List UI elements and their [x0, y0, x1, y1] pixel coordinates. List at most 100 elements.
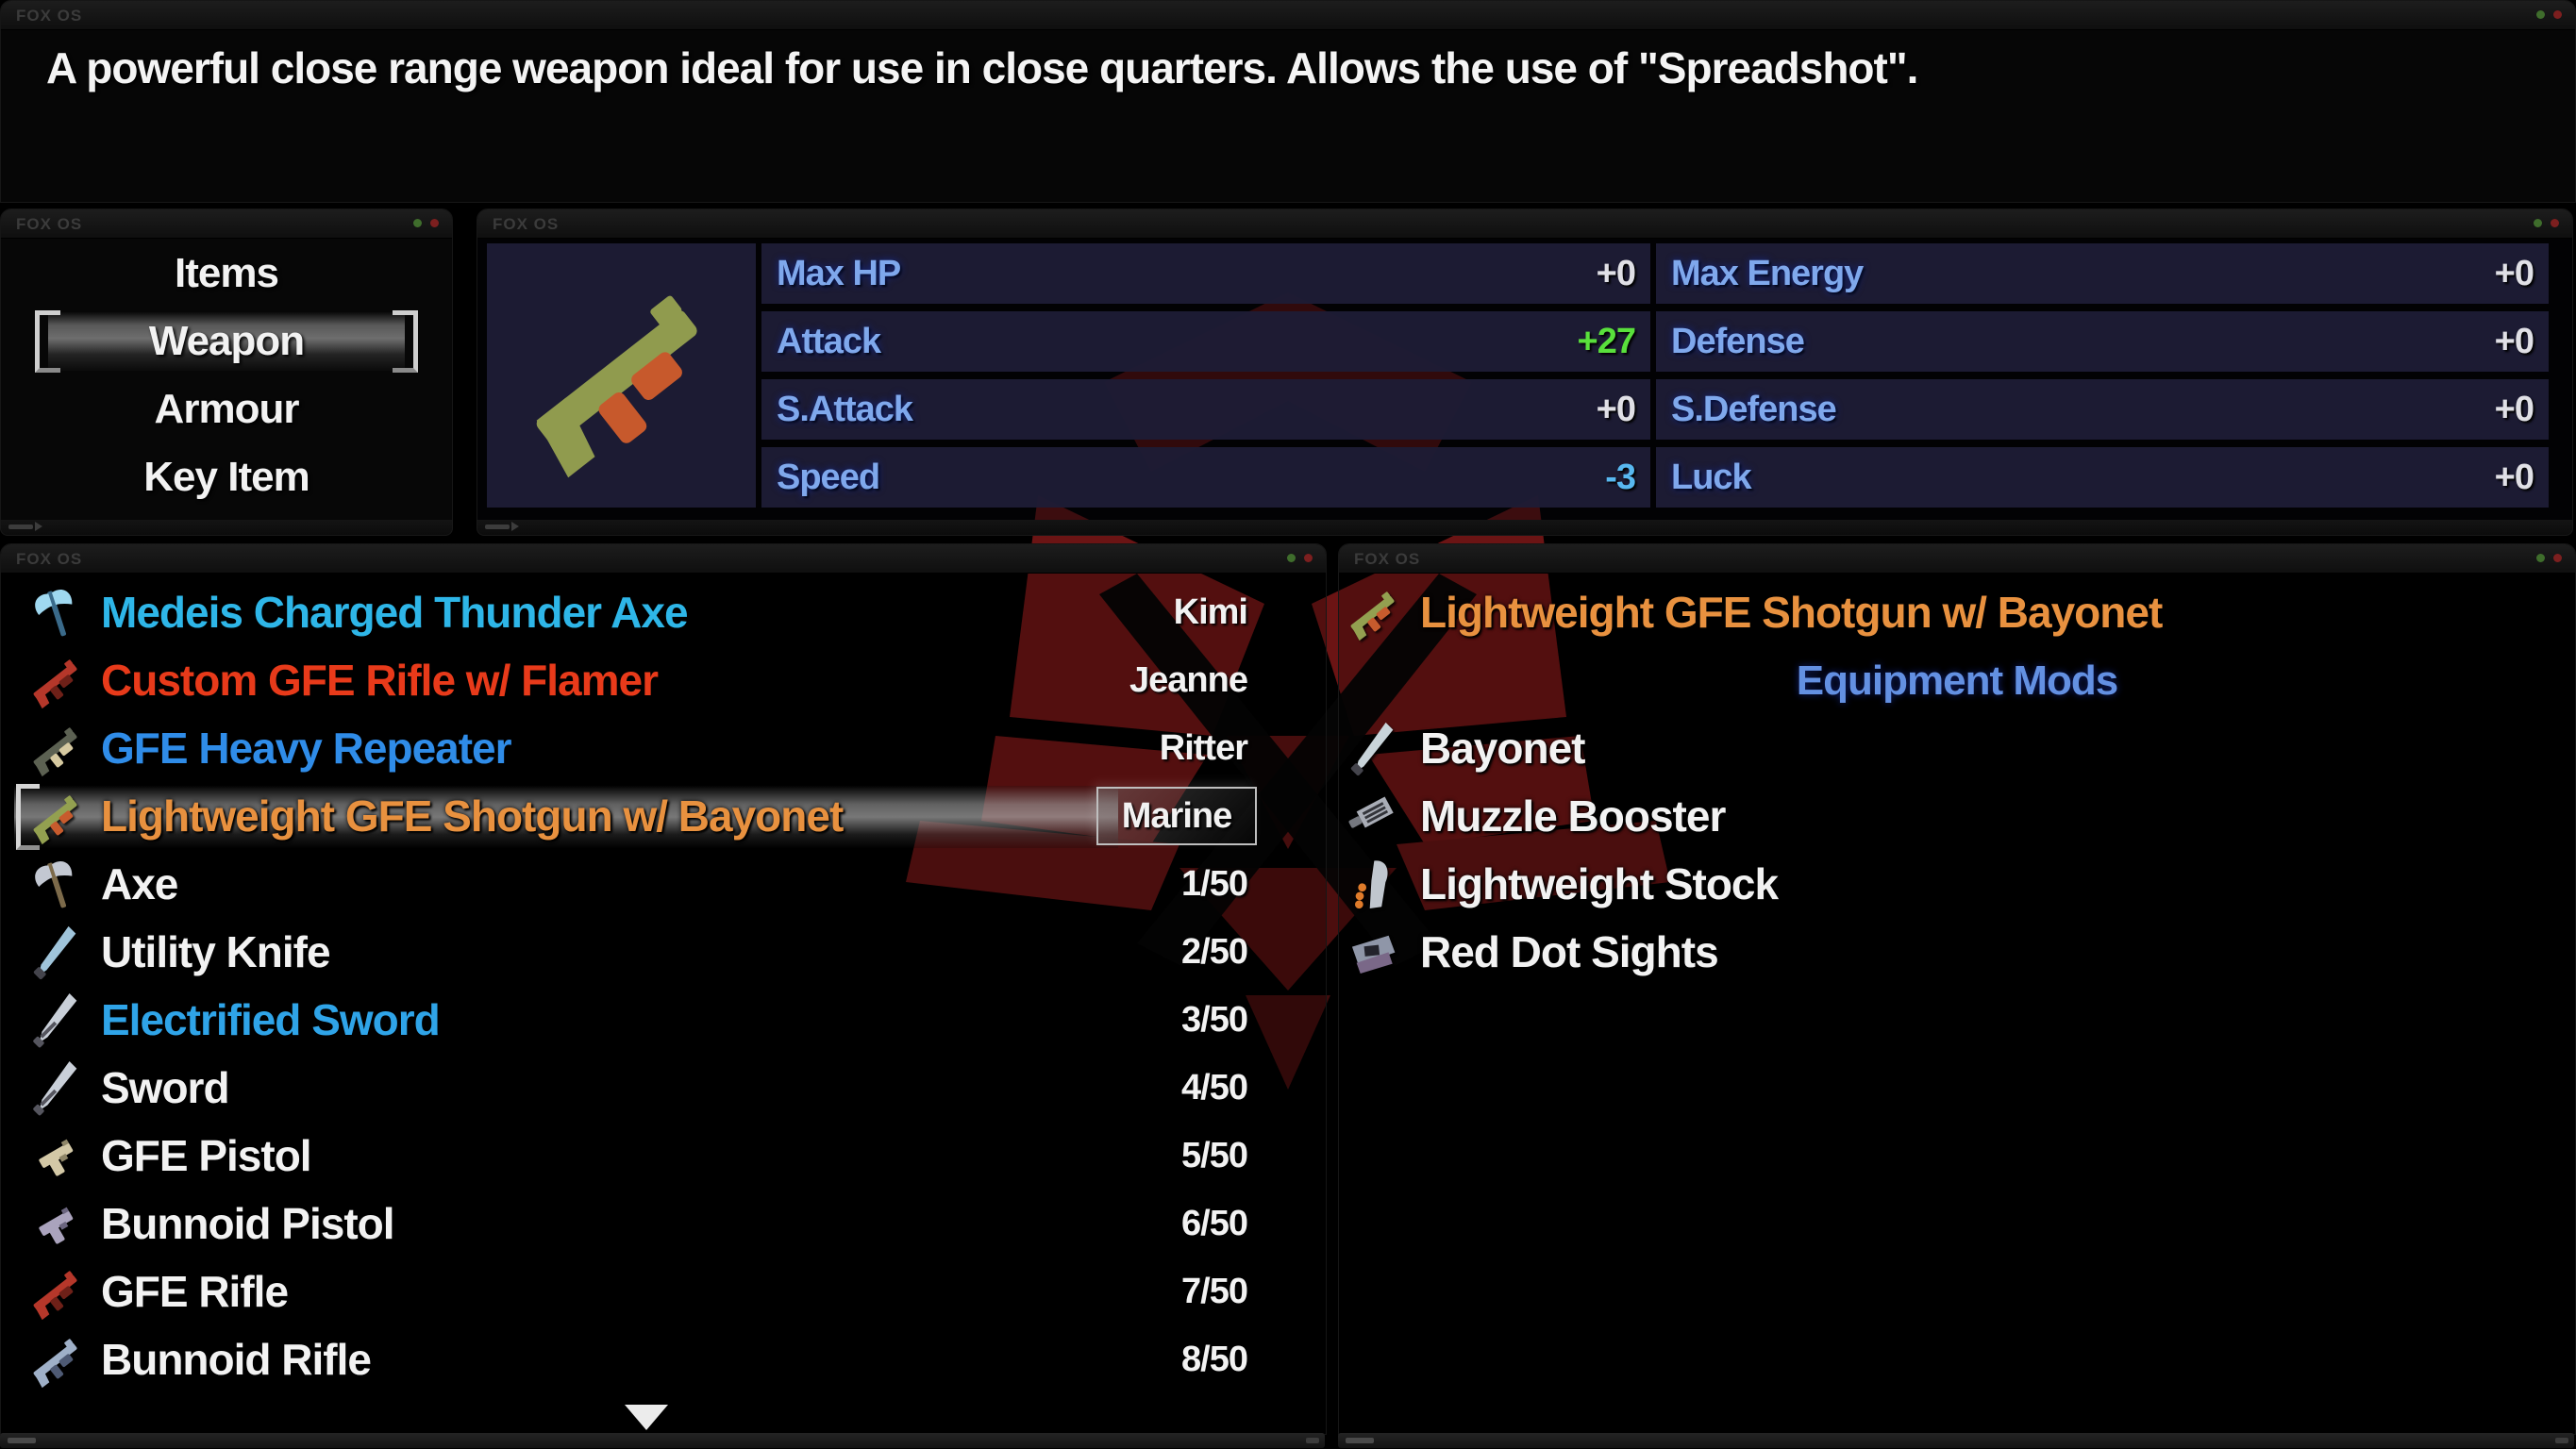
weapon-owner-or-count: Marine — [1121, 795, 1232, 836]
menu-item-armour[interactable]: Armour — [1, 375, 452, 443]
menu-item-key-item[interactable]: Key Item — [1, 443, 452, 511]
scrollbar-handle[interactable] — [1346, 1438, 1374, 1443]
stat-value: +0 — [2494, 457, 2534, 497]
weapon-value-box: 2/50 — [1096, 923, 1257, 981]
flamer-rifle-icon — [27, 652, 86, 710]
weapon-owner-or-count: 8/50 — [1181, 1339, 1248, 1379]
mod-name: Red Dot Sights — [1420, 926, 1719, 976]
chevron-down-icon[interactable] — [625, 1405, 668, 1430]
thunder-axe-icon — [27, 584, 86, 642]
mod-list-item[interactable]: Red Dot Sights — [1339, 919, 2575, 987]
menu-item-weapon[interactable]: Weapon — [1, 308, 452, 375]
utility-knife-icon — [27, 924, 86, 982]
weapon-list-item[interactable]: Utility Knife 2/50 — [1, 919, 1326, 987]
stat-label: Defense — [1671, 321, 1805, 361]
arrow-right-icon — [35, 522, 42, 531]
weapon-value-box: 8/50 — [1096, 1330, 1257, 1389]
mod-name: Bayonet — [1420, 723, 1585, 773]
stat-label: Max HP — [777, 253, 901, 293]
stat-label: S.Attack — [777, 389, 913, 429]
weapon-name: GFE Rifle — [101, 1266, 289, 1316]
weapon-list-item[interactable]: Lightweight GFE Shotgun w/ Bayonet Marin… — [1, 783, 1326, 851]
arrow-right-icon — [511, 522, 519, 531]
handle-line — [8, 525, 33, 529]
menu-item-items[interactable]: Items — [1, 240, 452, 308]
shotgun-preview-image — [487, 243, 756, 508]
weapon-name: Electrified Sword — [101, 994, 441, 1044]
stats-panel: FOX OS Max HP +0 Max Energy +0 Attack +2… — [477, 208, 2573, 522]
green-dot-icon — [1287, 554, 1296, 562]
weapon-owner-or-count: Ritter — [1159, 727, 1248, 768]
red-dot-icon — [1304, 554, 1313, 562]
mod-name: Muzzle Booster — [1420, 791, 1726, 841]
stat-value: +0 — [2494, 321, 2534, 361]
bunnoid-pistol-icon — [27, 1195, 86, 1254]
muzzle-booster-icon — [1345, 788, 1403, 846]
stat-value: -3 — [1605, 457, 1636, 497]
scrollbar-endcap — [2555, 1438, 2568, 1443]
selection-bracket-right-icon — [393, 310, 418, 373]
menu-item-label: Weapon — [148, 318, 305, 364]
equipment-mods-panel: FOX OS Lightweight GFE Shotgun w/ Bayone… — [1338, 543, 2576, 1435]
os-label: FOX OS — [16, 215, 83, 233]
weapon-list-scrollbar[interactable] — [0, 1433, 1325, 1448]
selected-weapon-title: Lightweight GFE Shotgun w/ Bayonet — [1420, 587, 2163, 637]
weapon-list-item[interactable]: Medeis Charged Thunder Axe Kimi — [1, 579, 1326, 647]
weapon-list: Medeis Charged Thunder Axe Kimi Custom G… — [1, 573, 1326, 1394]
weapon-list-item[interactable]: GFE Rifle 7/50 — [1, 1258, 1326, 1326]
weapon-list-item[interactable]: Custom GFE Rifle w/ Flamer Jeanne — [1, 647, 1326, 715]
green-dot-icon — [2536, 10, 2545, 19]
weapon-list-item[interactable]: Electrified Sword 3/50 — [1, 987, 1326, 1055]
mod-list-item[interactable]: Muzzle Booster — [1339, 783, 2575, 851]
weapon-name: Axe — [101, 858, 178, 908]
weapon-value-box: 5/50 — [1096, 1126, 1257, 1185]
mods-panel-scrollbar[interactable] — [1338, 1433, 2574, 1448]
red-dot-sights-icon — [1345, 924, 1403, 982]
stat-cell-max-energy: Max Energy +0 — [1656, 243, 2549, 304]
weapon-value-box: Marine — [1096, 787, 1257, 845]
weapon-owner-or-count: 4/50 — [1181, 1067, 1248, 1108]
stat-value: +0 — [1596, 389, 1636, 429]
mod-list-item[interactable]: Bayonet — [1339, 715, 2575, 783]
panel-titlebar: FOX OS — [1339, 544, 2575, 574]
weapon-value-box: Jeanne — [1096, 651, 1257, 709]
shotgun-icon — [1345, 584, 1403, 642]
gfe-pistol-icon — [27, 1127, 86, 1186]
sword-icon — [27, 1059, 86, 1118]
os-label: FOX OS — [16, 7, 83, 25]
weapon-list-item[interactable]: Axe 1/50 — [1, 851, 1326, 919]
panel-titlebar: FOX OS — [1, 544, 1326, 574]
mods-content: Lightweight GFE Shotgun w/ Bayonet Equip… — [1339, 573, 2575, 987]
axe-icon — [27, 856, 86, 914]
selection-bracket-left-icon — [35, 310, 60, 373]
stat-label: Max Energy — [1671, 253, 1864, 293]
weapon-list-item[interactable]: GFE Heavy Repeater Ritter — [1, 715, 1326, 783]
sword-icon — [27, 991, 86, 1050]
weapon-name: GFE Heavy Repeater — [101, 723, 512, 773]
bunnoid-rifle-icon — [27, 1331, 86, 1390]
weapon-owner-or-count: 3/50 — [1181, 999, 1248, 1040]
weapon-list-item[interactable]: Bunnoid Pistol 6/50 — [1, 1191, 1326, 1258]
equipment-mods-heading: Equipment Mods — [1796, 658, 2118, 704]
scrollbar-handle[interactable] — [8, 1438, 36, 1443]
weapon-list-item[interactable]: Sword 4/50 — [1, 1055, 1326, 1123]
weapon-name: GFE Pistol — [101, 1130, 312, 1180]
stat-label: S.Defense — [1671, 389, 1837, 429]
panel-titlebar: FOX OS — [1, 1, 2575, 30]
stat-cell-defense: Defense +0 — [1656, 311, 2549, 372]
weapon-list-item[interactable]: GFE Pistol 5/50 — [1, 1123, 1326, 1191]
description-panel: FOX OS A powerful close range weapon ide… — [0, 0, 2576, 203]
selection-bracket-left-icon — [16, 784, 40, 850]
category-menu-panel: FOX OS Items Weapon Armour Key Item — [0, 208, 453, 522]
selected-weapon-title-row: Lightweight GFE Shotgun w/ Bayonet — [1339, 579, 2575, 647]
menu-item-label: Key Item — [143, 454, 309, 500]
weapon-value-box: 4/50 — [1096, 1058, 1257, 1117]
red-dot-icon — [2553, 554, 2562, 562]
weapon-owner-or-count: 6/50 — [1181, 1203, 1248, 1243]
weapon-value-box: 3/50 — [1096, 991, 1257, 1049]
red-dot-icon — [2553, 10, 2562, 19]
weapon-list-item[interactable]: Bunnoid Rifle 8/50 — [1, 1326, 1326, 1394]
heavy-repeater-icon — [27, 720, 86, 778]
mod-list-item[interactable]: Lightweight Stock — [1339, 851, 2575, 919]
stat-cell-s-defense: S.Defense +0 — [1656, 379, 2549, 440]
